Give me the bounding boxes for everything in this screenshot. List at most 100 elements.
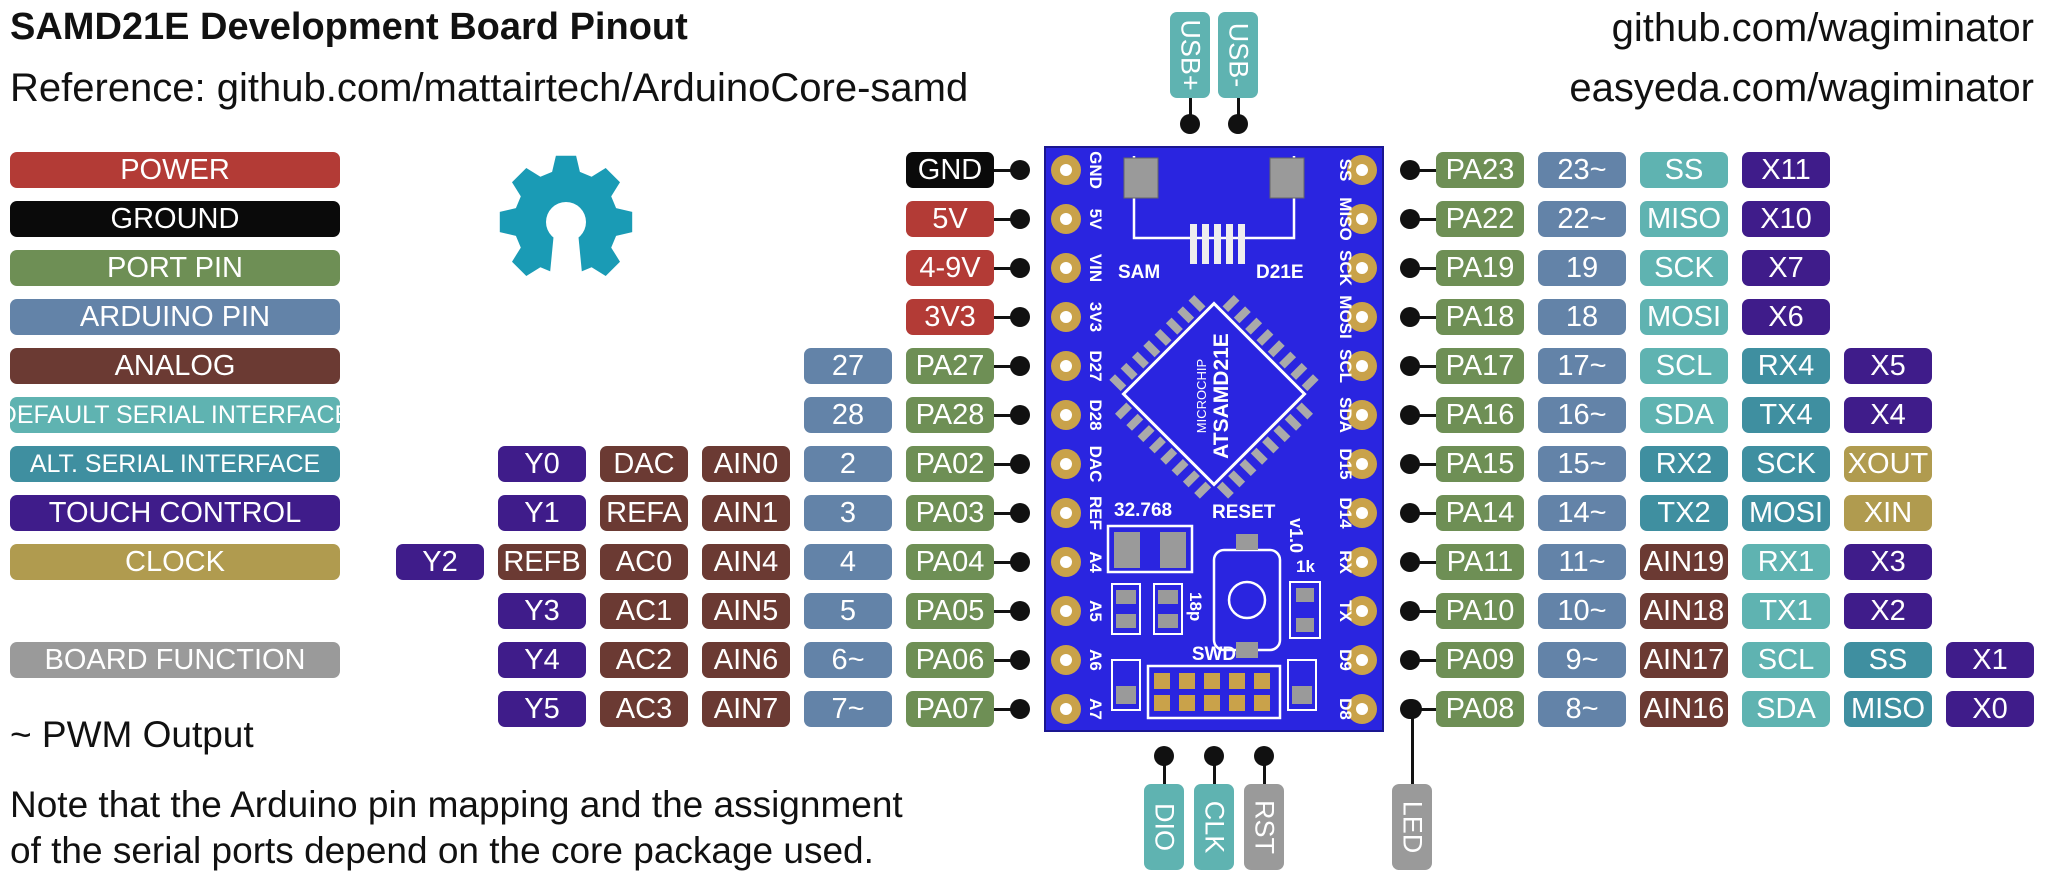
pin-label[interactable]: 3 — [804, 495, 892, 531]
pin-label[interactable]: 22~ — [1538, 201, 1626, 237]
pin-label[interactable]: AIN1 — [702, 495, 790, 531]
pin-label[interactable]: XOUT — [1844, 446, 1932, 482]
pin-label[interactable]: 6~ — [804, 642, 892, 678]
pin-label[interactable]: X6 — [1742, 299, 1830, 335]
pin-label[interactable]: SCL — [1640, 348, 1728, 384]
pin-label[interactable]: X10 — [1742, 201, 1830, 237]
pin-label[interactable]: 15~ — [1538, 446, 1626, 482]
pin-label[interactable]: Y2 — [396, 544, 484, 580]
usb-pin-label[interactable]: USB+ — [1170, 12, 1210, 98]
github-link[interactable]: github.com/wagiminator — [1611, 6, 2034, 50]
pin-label[interactable]: 27 — [804, 348, 892, 384]
pin-label[interactable]: TX4 — [1742, 397, 1830, 433]
pin-label[interactable]: MISO — [1640, 201, 1728, 237]
pin-label[interactable]: AC1 — [600, 593, 688, 629]
pin-label[interactable]: X5 — [1844, 348, 1932, 384]
pin-label[interactable]: AIN0 — [702, 446, 790, 482]
pin-label[interactable]: MOSI — [1742, 495, 1830, 531]
pin-label[interactable]: AIN19 — [1640, 544, 1728, 580]
pin-label[interactable]: AIN7 — [702, 691, 790, 727]
pin-label[interactable]: REFB — [498, 544, 586, 580]
pin-label[interactable]: RX2 — [1640, 446, 1728, 482]
pin-label[interactable]: RX4 — [1742, 348, 1830, 384]
pin-label[interactable]: RX1 — [1742, 544, 1830, 580]
pin-label[interactable]: Y0 — [498, 446, 586, 482]
pin-label[interactable]: AIN4 — [702, 544, 790, 580]
pin-label[interactable]: 5V — [906, 201, 994, 237]
pin-label[interactable]: X1 — [1946, 642, 2034, 678]
pin-label[interactable]: AIN17 — [1640, 642, 1728, 678]
pin-label[interactable]: PA23 — [1436, 152, 1524, 188]
pin-label[interactable]: AC2 — [600, 642, 688, 678]
pin-label[interactable]: PA19 — [1436, 250, 1524, 286]
pin-label[interactable]: PA08 — [1436, 691, 1524, 727]
pin-label[interactable]: MISO — [1844, 691, 1932, 727]
pin-label[interactable]: PA11 — [1436, 544, 1524, 580]
reset-button[interactable] — [1227, 580, 1267, 620]
pin-label[interactable]: PA28 — [906, 397, 994, 433]
pin-label[interactable]: 4 — [804, 544, 892, 580]
pin-label[interactable]: PA16 — [1436, 397, 1524, 433]
pin-label[interactable]: AIN5 — [702, 593, 790, 629]
pin-label[interactable]: 17~ — [1538, 348, 1626, 384]
pin-label[interactable]: PA10 — [1436, 593, 1524, 629]
bottom-pin-label[interactable]: DIO — [1144, 784, 1184, 870]
pin-label[interactable]: 4-9V — [906, 250, 994, 286]
bottom-pin-label[interactable]: LED — [1392, 784, 1432, 870]
pin-label[interactable]: AIN6 — [702, 642, 790, 678]
bottom-pin-label[interactable]: RST — [1244, 784, 1284, 870]
pin-label[interactable]: 18 — [1538, 299, 1626, 335]
pin-label[interactable]: SCL — [1742, 642, 1830, 678]
pin-label[interactable]: SCK — [1640, 250, 1728, 286]
easyeda-link[interactable]: easyeda.com/wagiminator — [1569, 66, 2034, 110]
pin-label[interactable]: PA17 — [1436, 348, 1524, 384]
pin-label[interactable]: PA14 — [1436, 495, 1524, 531]
pin-label[interactable]: X7 — [1742, 250, 1830, 286]
pin-label[interactable]: SCK — [1742, 446, 1830, 482]
pin-label[interactable]: AC3 — [600, 691, 688, 727]
pin-label[interactable]: PA03 — [906, 495, 994, 531]
pin-label[interactable]: PA05 — [906, 593, 994, 629]
pin-label[interactable]: PA06 — [906, 642, 994, 678]
pin-label[interactable]: X4 — [1844, 397, 1932, 433]
pin-label[interactable]: Y5 — [498, 691, 586, 727]
pin-label[interactable]: 11~ — [1538, 544, 1626, 580]
pin-label[interactable]: SS — [1640, 152, 1728, 188]
pin-label[interactable]: 2 — [804, 446, 892, 482]
pin-label[interactable]: PA22 — [1436, 201, 1524, 237]
pin-label[interactable]: 16~ — [1538, 397, 1626, 433]
pin-label[interactable]: PA18 — [1436, 299, 1524, 335]
pin-label[interactable]: 8~ — [1538, 691, 1626, 727]
pin-label[interactable]: 19 — [1538, 250, 1626, 286]
pin-label[interactable]: Y4 — [498, 642, 586, 678]
pin-label[interactable]: X0 — [1946, 691, 2034, 727]
usb-pin-label[interactable]: USB- — [1218, 12, 1258, 98]
pin-label[interactable]: 10~ — [1538, 593, 1626, 629]
pin-label[interactable]: Y1 — [498, 495, 586, 531]
pin-label[interactable]: AC0 — [600, 544, 688, 580]
pin-label[interactable]: TX1 — [1742, 593, 1830, 629]
pin-label[interactable]: X3 — [1844, 544, 1932, 580]
pin-label[interactable]: PA15 — [1436, 446, 1524, 482]
pin-label[interactable]: SDA — [1742, 691, 1830, 727]
pin-label[interactable]: PA09 — [1436, 642, 1524, 678]
pin-label[interactable]: DAC — [600, 446, 688, 482]
pin-label[interactable]: MOSI — [1640, 299, 1728, 335]
pin-label[interactable]: 14~ — [1538, 495, 1626, 531]
pin-label[interactable]: 7~ — [804, 691, 892, 727]
pin-label[interactable]: REFA — [600, 495, 688, 531]
pin-label[interactable]: 5 — [804, 593, 892, 629]
pin-label[interactable]: 23~ — [1538, 152, 1626, 188]
pin-label[interactable]: PA02 — [906, 446, 994, 482]
pin-label[interactable]: PA04 — [906, 544, 994, 580]
pin-label[interactable]: 9~ — [1538, 642, 1626, 678]
bottom-pin-label[interactable]: CLK — [1194, 784, 1234, 870]
pin-label[interactable]: PA27 — [906, 348, 994, 384]
pin-label[interactable]: PA07 — [906, 691, 994, 727]
pin-label[interactable]: 28 — [804, 397, 892, 433]
pin-label[interactable]: AIN16 — [1640, 691, 1728, 727]
pin-label[interactable]: AIN18 — [1640, 593, 1728, 629]
pin-label[interactable]: Y3 — [498, 593, 586, 629]
pin-label[interactable]: GND — [906, 152, 994, 188]
pin-label[interactable]: XIN — [1844, 495, 1932, 531]
